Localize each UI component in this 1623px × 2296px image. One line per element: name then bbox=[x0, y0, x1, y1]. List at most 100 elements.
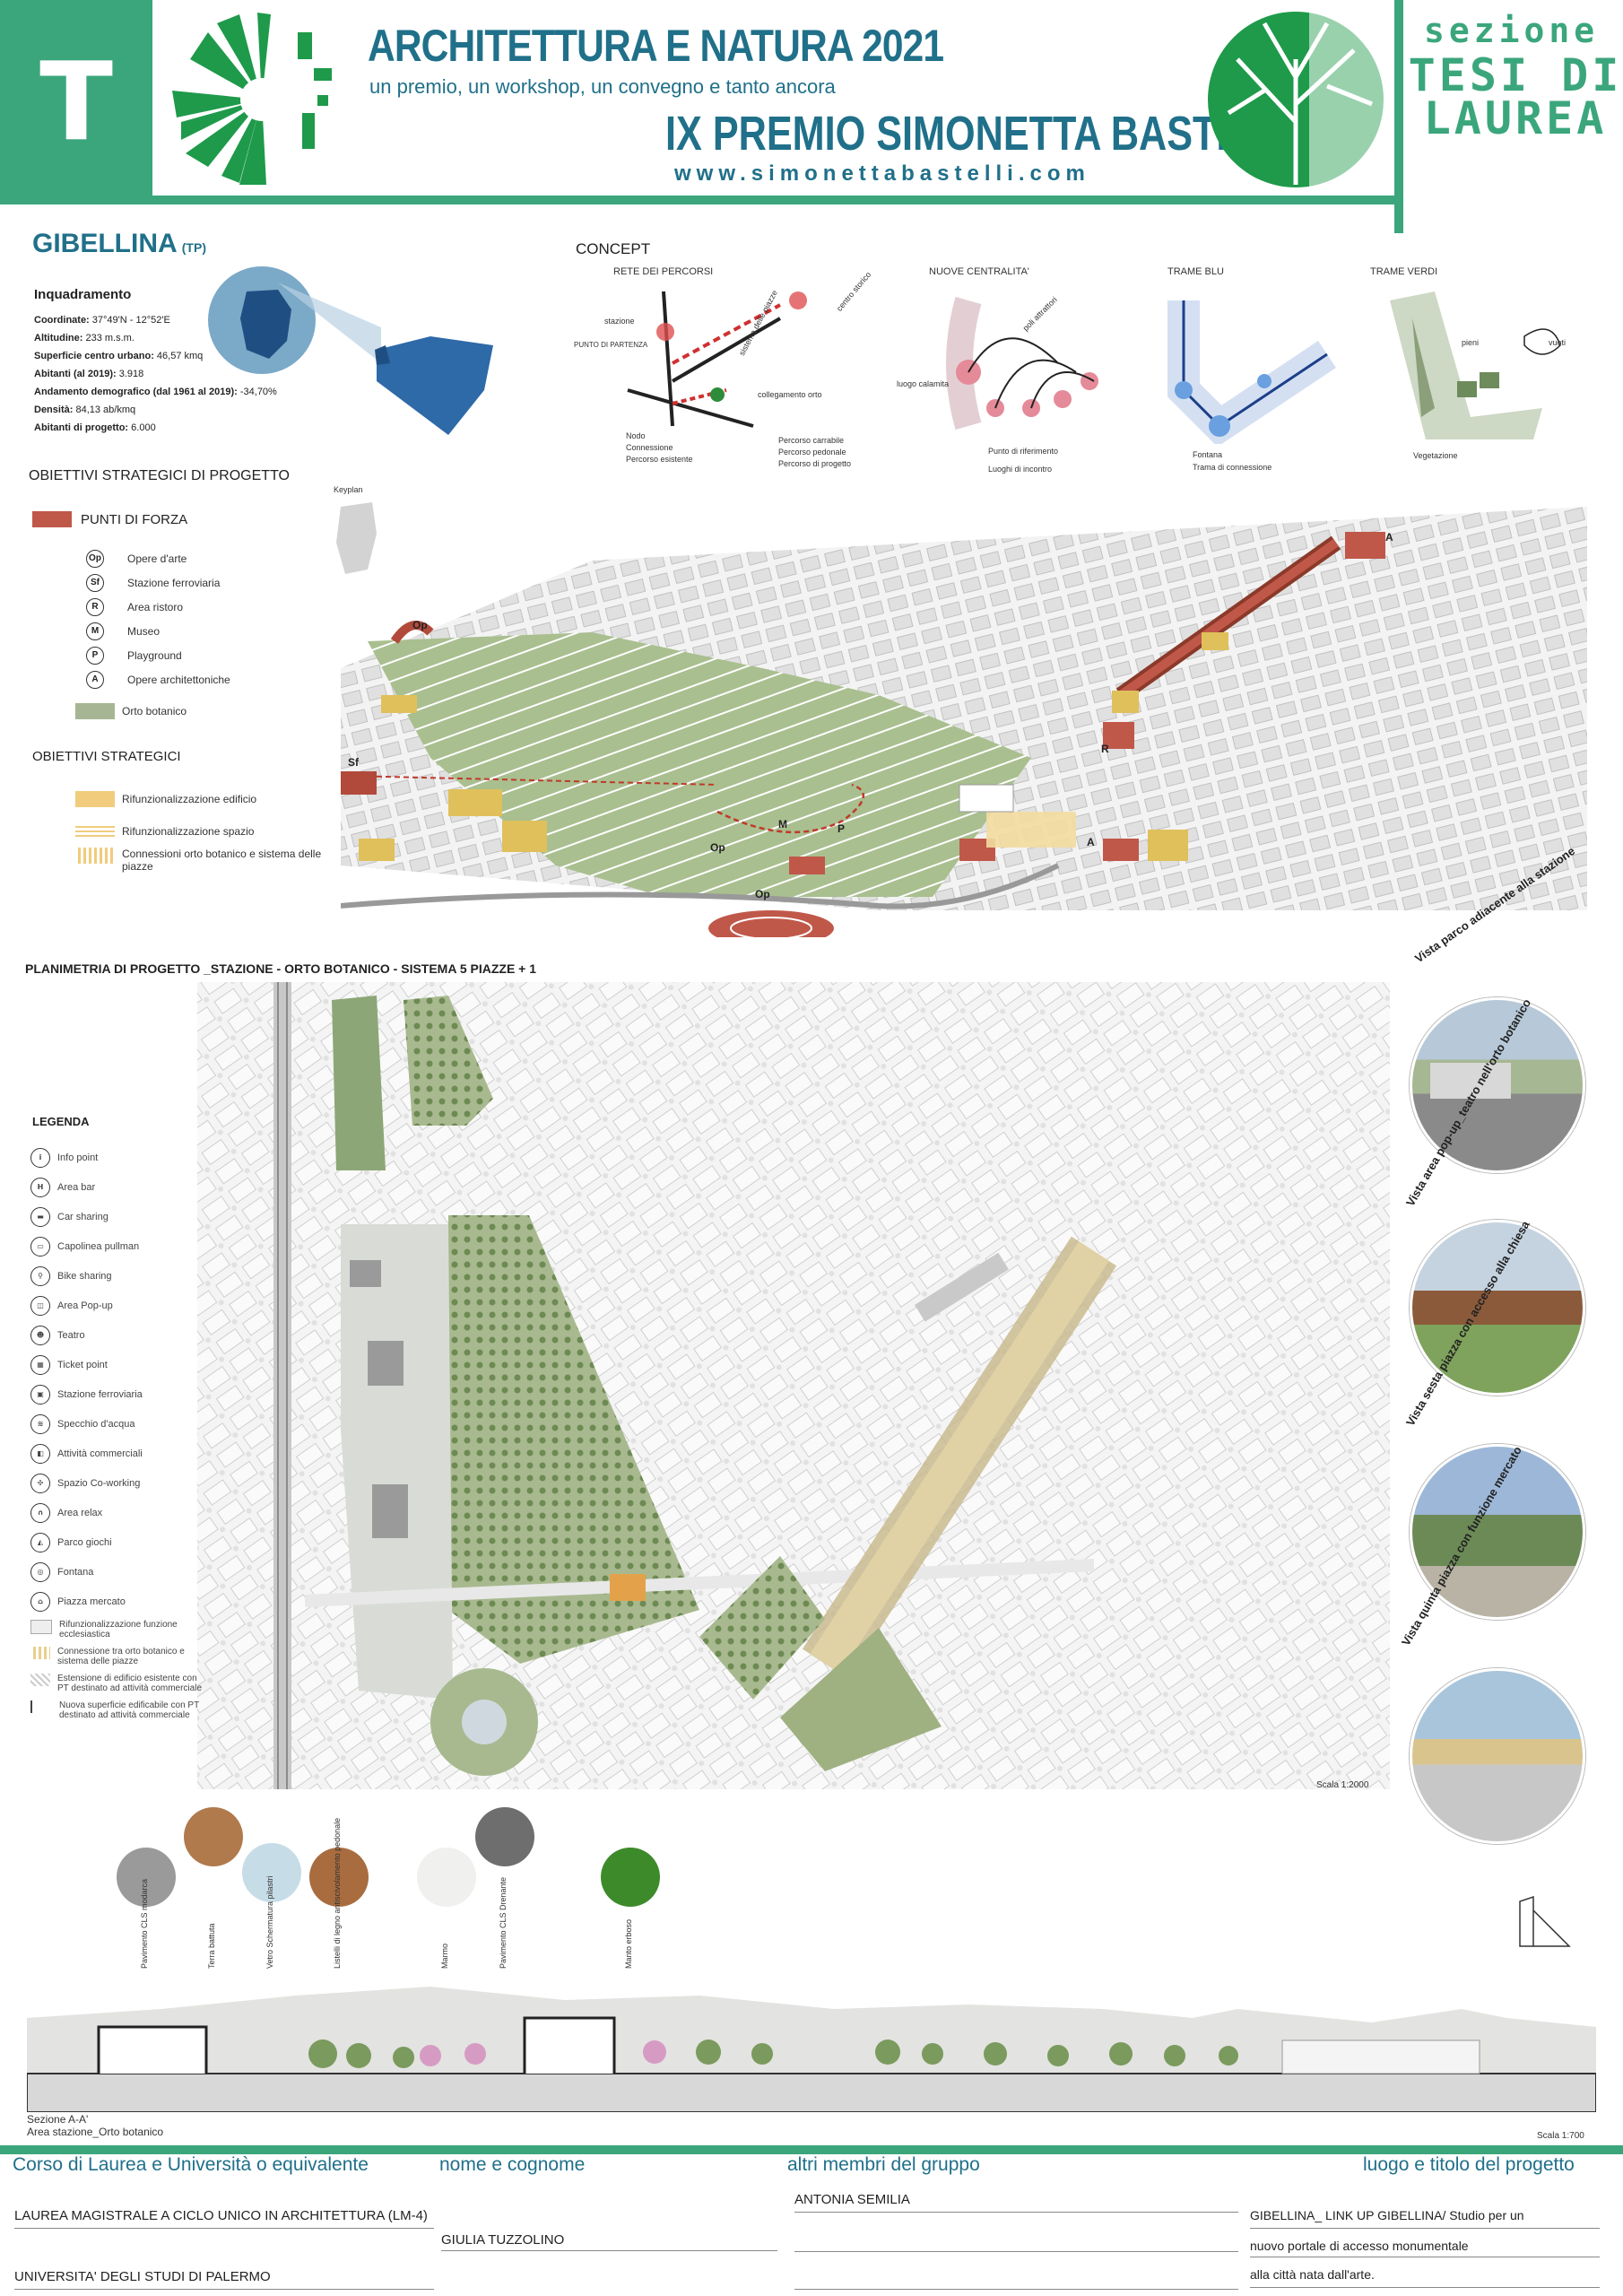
material-swatch bbox=[417, 1848, 476, 1907]
strength-symbol: Op bbox=[86, 549, 104, 568]
plan-legend-label: Piazza mercato bbox=[57, 1596, 126, 1607]
section-caption: Sezione A-A' Area stazione_Orto botanico bbox=[27, 2113, 163, 2138]
map-tag: Sf bbox=[348, 756, 359, 769]
play-icon: ◭ bbox=[30, 1532, 50, 1552]
plan-legend-heading: LEGENDA bbox=[32, 1115, 90, 1128]
mask-icon: ☻ bbox=[30, 1325, 50, 1345]
strength-label: Playground bbox=[127, 648, 182, 662]
plan-legend-item: ✣Spazio Co-working bbox=[30, 1468, 210, 1498]
fact-value: 84,13 ab/kmq bbox=[75, 404, 136, 415]
view-park-station bbox=[1410, 997, 1585, 1173]
plan-swatch-label: Rifunzionalizzazione funzione ecclesiast… bbox=[59, 1620, 178, 1639]
plan-legend-label: Area relax bbox=[57, 1507, 103, 1518]
tkt-icon: ▦ bbox=[30, 1354, 50, 1375]
sicily-map bbox=[208, 266, 493, 435]
map-tag: R bbox=[1101, 743, 1109, 755]
degree-course: LAUREA MAGISTRALE A CICLO UNICO IN ARCHI… bbox=[14, 2208, 428, 2223]
fount-icon: ◎ bbox=[30, 1561, 50, 1582]
plan-legend-item: ☻Teatro bbox=[30, 1320, 210, 1350]
material-swatch bbox=[601, 1848, 660, 1907]
fact-label: Coordinate: bbox=[34, 315, 90, 326]
strength-symbol: P bbox=[86, 646, 104, 665]
material-swatch bbox=[309, 1848, 369, 1907]
strength-symbol: M bbox=[86, 622, 104, 640]
material-swatch bbox=[184, 1807, 243, 1866]
plan-legend-label: Car sharing bbox=[57, 1211, 108, 1222]
plan-swatch bbox=[30, 1700, 52, 1713]
section-drawing bbox=[27, 1987, 1596, 2112]
train-icon: ▣ bbox=[30, 1384, 50, 1405]
fact-value: -34,70% bbox=[239, 387, 277, 397]
concept-legend-3: Punto di riferimento Luoghi di incontro bbox=[988, 442, 1058, 478]
concept-legend-5: Vegetazione bbox=[1413, 451, 1458, 460]
legend-fontana: Fontana bbox=[1193, 450, 1223, 459]
plan-legend-item: ▬Car sharing bbox=[30, 1202, 210, 1231]
fact-label: Altitudine: bbox=[34, 333, 83, 344]
footer-label-name: nome e cognome bbox=[439, 2154, 586, 2175]
strength-label: Opere architettoniche bbox=[127, 673, 230, 686]
concept-title-2: TRAME BLU bbox=[1167, 266, 1224, 277]
project-title-line-3: alla città nata dall'arte. bbox=[1250, 2267, 1375, 2282]
plan-legend-item: ⌂Piazza mercato bbox=[30, 1587, 210, 1616]
plan-legend-label: Bike sharing bbox=[57, 1270, 112, 1282]
concept-title-0: RETE DEI PERCORSI bbox=[613, 266, 714, 277]
plan-legend-label: Specchio d'acqua bbox=[57, 1418, 135, 1430]
underline bbox=[1250, 2228, 1600, 2229]
strength-symbol: R bbox=[86, 597, 104, 616]
concept-panels: RETE DEI PERCORSI NUOVE CENTRALITA' TRAM… bbox=[574, 265, 1596, 484]
strategic-item: Rifunzionalizzazione spazio bbox=[75, 815, 335, 848]
plan-swatch bbox=[30, 1620, 52, 1634]
underline bbox=[441, 2250, 777, 2251]
underline bbox=[14, 2289, 434, 2290]
footer-label-members: altri membri del gruppo bbox=[787, 2154, 980, 2175]
section-subtitle: Area stazione_Orto botanico bbox=[27, 2126, 164, 2138]
website-link[interactable]: www.simonettabastelli.com bbox=[674, 161, 1090, 186]
plan-legend-label: Area bar bbox=[57, 1181, 96, 1193]
fact-label: Abitanti (al 2019): bbox=[34, 369, 117, 379]
plan-legend-label: Parco giochi bbox=[57, 1536, 112, 1548]
view-sixth-square bbox=[1410, 1444, 1585, 1620]
concept-label-orto: collegamento orto bbox=[758, 390, 822, 399]
material-swatch bbox=[242, 1843, 301, 1902]
header-divider bbox=[0, 196, 1623, 204]
legend-trama: Trama di connessione bbox=[1193, 463, 1272, 472]
fact-label: Andamento demografico (dal 1961 al 2019)… bbox=[34, 387, 238, 397]
framing-heading: Inquadramento bbox=[34, 287, 132, 302]
strength-symbol: A bbox=[86, 670, 104, 689]
plan-heading: PLANIMETRIA DI PROGETTO _STAZIONE - ORTO… bbox=[25, 961, 537, 976]
i-icon: i bbox=[30, 1147, 50, 1168]
underline bbox=[794, 2251, 1238, 2252]
university: UNIVERSITA' DEGLI STUDI DI PALERMO bbox=[14, 2269, 271, 2284]
fact-label: Densità: bbox=[34, 404, 74, 415]
fact-label: Superficie centro urbano: bbox=[34, 351, 154, 361]
map-tag: Op bbox=[710, 841, 725, 854]
map-tag: A bbox=[1385, 531, 1393, 544]
material-swatch bbox=[117, 1848, 176, 1907]
footer-label-course: Corso di Laurea e Università o equivalen… bbox=[13, 2154, 369, 2175]
section-label: sezione bbox=[1424, 11, 1600, 50]
plan-swatch bbox=[30, 1647, 50, 1659]
concept-legend-4: Fontana Trama di connessione bbox=[1193, 448, 1271, 474]
fact-value: 3.918 bbox=[118, 369, 144, 379]
section-name: TESI DI LAUREA bbox=[1408, 49, 1623, 144]
plan-legend-label: Spazio Co-working bbox=[57, 1477, 141, 1489]
footer-divider bbox=[0, 2145, 1623, 2154]
view-popup-theatre bbox=[1410, 1220, 1585, 1396]
plan-legend-label: Attività commerciali bbox=[57, 1448, 143, 1459]
footer-label-title: luogo e titolo del progetto bbox=[1363, 2154, 1575, 2175]
plan-swatch-label: Estensione di edificio esistente con PT … bbox=[57, 1674, 203, 1693]
keyplan-map bbox=[336, 502, 377, 574]
underline bbox=[794, 2212, 1238, 2213]
plan-legend-swatches: Rifunzionalizzazione funzione ecclesiast… bbox=[30, 1620, 210, 1727]
concept-heading: CONCEPT bbox=[576, 240, 651, 257]
strategic-list: Rifunzionalizzazione edificio Rifunziona… bbox=[75, 783, 335, 883]
plan-legend-item: ▭Capolinea pullman bbox=[30, 1231, 210, 1261]
axonometric-view bbox=[341, 507, 1587, 937]
fact-row: Densità: 84,13 ab/kmq bbox=[34, 401, 330, 419]
site-plan bbox=[197, 982, 1390, 1789]
category-badge: T bbox=[0, 0, 152, 204]
view-fifth-square bbox=[1410, 1668, 1585, 1844]
